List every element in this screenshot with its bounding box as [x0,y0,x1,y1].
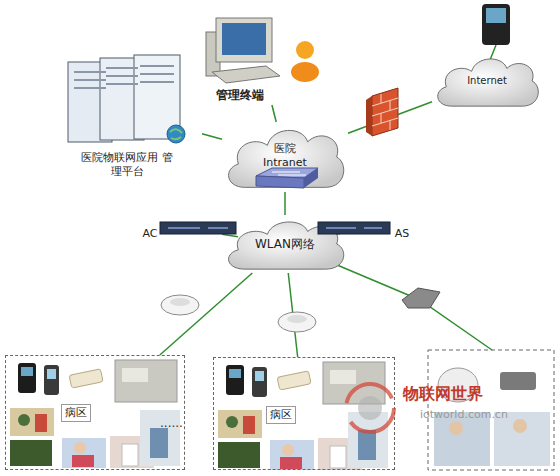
network-link [272,105,276,122]
internet-cloud: Internet [432,52,542,110]
node-label: WLAN网络 [245,237,325,251]
patient-photo [434,412,490,466]
node-label: AS [392,227,412,241]
firewall-side [366,96,372,136]
globe-land [170,129,182,139]
wlan-cloud: WLAN网络 [222,215,348,273]
ward-label: 病区 [266,406,296,424]
pc-screen [222,23,266,55]
photo-detail [513,419,527,433]
cloud-shape [438,59,539,106]
watermark-url: iotworld.com.cn [420,408,508,421]
ac-device [160,222,236,234]
node-label: 管理终端 [200,88,280,102]
ward-box: 病区 [213,357,395,470]
switch-top [256,168,318,178]
globe-icon [167,125,185,143]
as-device [318,222,390,234]
staff-photo [494,412,550,466]
intranet-cloud: 医院 Intranet [222,122,348,192]
network-link [348,102,432,134]
ward-area [428,350,554,470]
ward-box: 病区 [5,355,185,470]
device-lights [168,227,228,229]
user-body [291,62,319,82]
ac-node: AC [138,218,238,240]
switch-side [304,168,318,188]
ap-link [330,262,492,350]
pc-keyboard [212,66,280,83]
ward-devices [10,360,180,468]
network-link [284,192,286,215]
switch-arrows [272,172,306,175]
ap-device [438,368,478,402]
access-point-top [170,298,190,306]
firewall-bricks [372,94,398,130]
ward-label: 病区 [61,404,91,422]
device-lights [326,227,382,229]
access-point [161,295,199,315]
ward-devices [218,362,388,470]
watermark-logo [358,396,382,420]
reader-device [500,372,536,390]
outdoor-ap [402,288,440,308]
terminal-node: 管理终端 [200,10,320,105]
server-stripes [74,66,174,88]
cloud-shape [229,222,344,269]
firewall-icon [372,88,398,136]
as-node: AS [316,218,412,240]
leader-line [490,45,496,60]
photo-detail [449,421,463,435]
node-label: 医院物联网应用 管理平台 [77,151,177,179]
user-head [296,41,314,59]
cloud-shape [229,130,344,187]
node-label: 医院 Intranet [255,142,315,170]
ellipsis-label: ...... [160,416,183,430]
network-link [202,134,222,140]
pc-monitor [216,18,272,62]
network-link [222,234,238,236]
access-point-top [287,315,307,323]
network-link [288,273,297,357]
node-label: Internet [452,74,522,88]
node-label: AC [140,227,160,241]
phone-icon [482,4,510,45]
watermark-logo [346,384,394,432]
access-point [278,312,316,332]
watermark-text: 物联网世界 [403,384,483,405]
switch-front [256,176,304,188]
phone-screen [486,8,506,23]
server-node: 医院物联网应用 管理平台 [62,48,202,180]
network-link [160,273,252,355]
